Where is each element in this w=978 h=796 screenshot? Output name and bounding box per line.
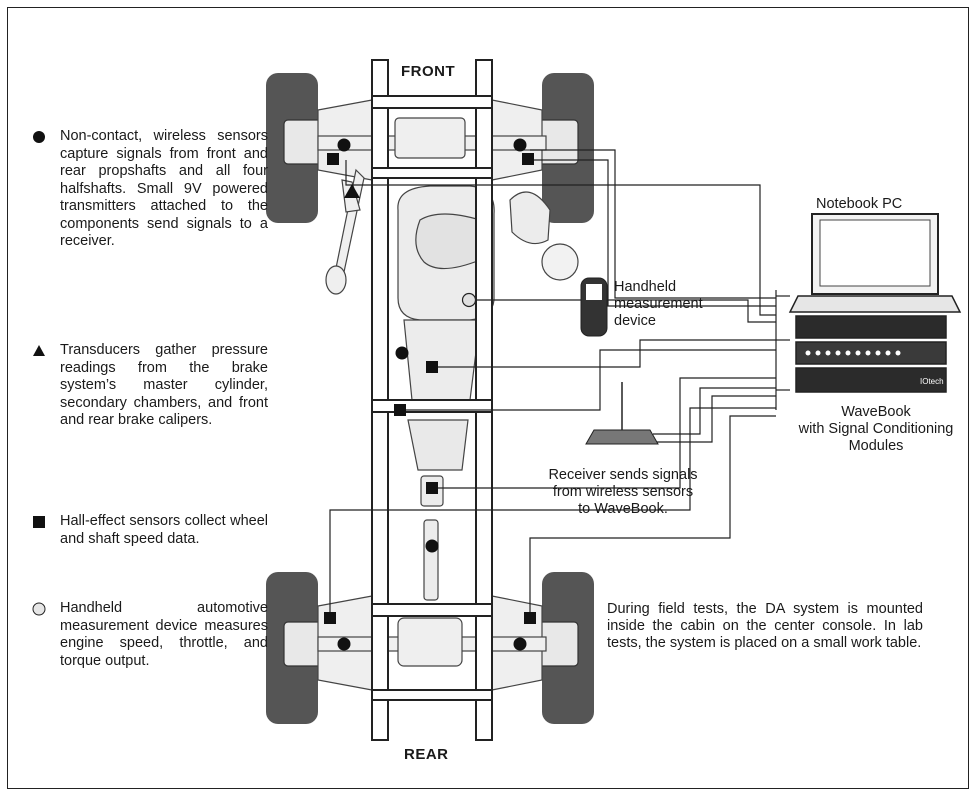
handheld-device [580, 277, 608, 337]
legend-item-transducers: Transducers gather pressure readings fro… [32, 342, 268, 430]
receiver-box [585, 382, 659, 445]
receiver-label: Receiver sends signals from wireless sen… [533, 467, 713, 518]
legend-text: Hall-effect sensors collect wheel and sh… [60, 513, 268, 547]
filled-circle-icon [33, 131, 45, 143]
hall-effect-sensors [324, 153, 536, 624]
legend-item-handheld: Handheld automotive measurement device m… [32, 600, 268, 670]
filled-triangle-icon [33, 345, 45, 356]
legend-item-hall-effect: Hall-effect sensors collect wheel and sh… [32, 513, 268, 548]
filled-square-icon [33, 516, 45, 528]
legend-item-wireless: Non-contact, wireless sensors capture si… [32, 128, 268, 251]
handheld-label: Handheld measurement device [614, 279, 703, 329]
open-circle-icon [32, 602, 46, 616]
legend-text: Handheld automotive measurement device m… [60, 600, 268, 669]
figure-frame [7, 7, 969, 789]
wavebook-line-1: WaveBook [841, 404, 911, 420]
rear-label: REAR [404, 746, 449, 763]
wavebook-line-2: with Signal Conditioning [798, 421, 954, 437]
wavebook-unit [795, 315, 947, 393]
wavebook-badge: IOtech [920, 377, 944, 386]
legend-text: Transducers gather pressure readings fro… [60, 342, 268, 428]
receiver-line-3: to WaveBook. [578, 501, 668, 517]
receiver-line-1: Receiver sends signals [548, 467, 698, 483]
wavebook-label: WaveBook with Signal Conditioning Module… [786, 404, 966, 455]
handheld-measure-point [461, 292, 477, 308]
wavebook-line-3: Modules [848, 438, 904, 454]
receiver-line-2: from wireless sensors [552, 484, 694, 500]
notebook-label: Notebook PC [816, 196, 903, 212]
wireless-sensors [337, 138, 527, 651]
field-test-note: During field tests, the DA system is mou… [607, 601, 923, 651]
pressure-transducer [344, 184, 360, 198]
legend-text: Non-contact, wireless sensors capture si… [60, 128, 268, 249]
notebook-pc [788, 213, 962, 313]
front-label: FRONT [401, 63, 456, 80]
